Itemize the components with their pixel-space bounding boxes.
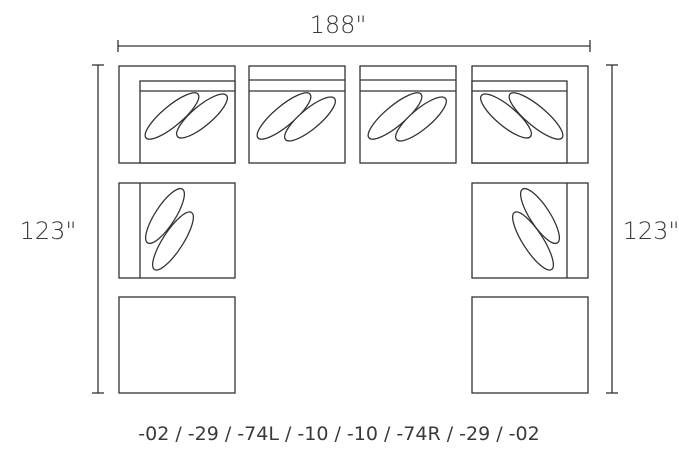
height-right-label: 123" <box>623 217 679 245</box>
width-label: 188" <box>310 11 367 39</box>
left-ottoman-piece <box>118 296 236 394</box>
left-height-dimension: 123" <box>20 64 104 394</box>
right-ottoman-piece <box>471 296 589 394</box>
armless-piece-2 <box>359 65 457 164</box>
left-corner-piece <box>118 65 236 164</box>
right-height-dimension: 123" <box>606 64 679 394</box>
height-left-label: 123" <box>20 217 77 245</box>
configuration-code: -02 / -29 / -74L / -10 / -10 / -74R / -2… <box>138 423 539 445</box>
width-dimension: 188" <box>117 11 591 52</box>
armless-piece-1 <box>248 65 346 164</box>
right-corner-piece <box>471 65 589 164</box>
right-arm-piece <box>471 182 589 279</box>
left-arm-piece <box>118 182 236 279</box>
